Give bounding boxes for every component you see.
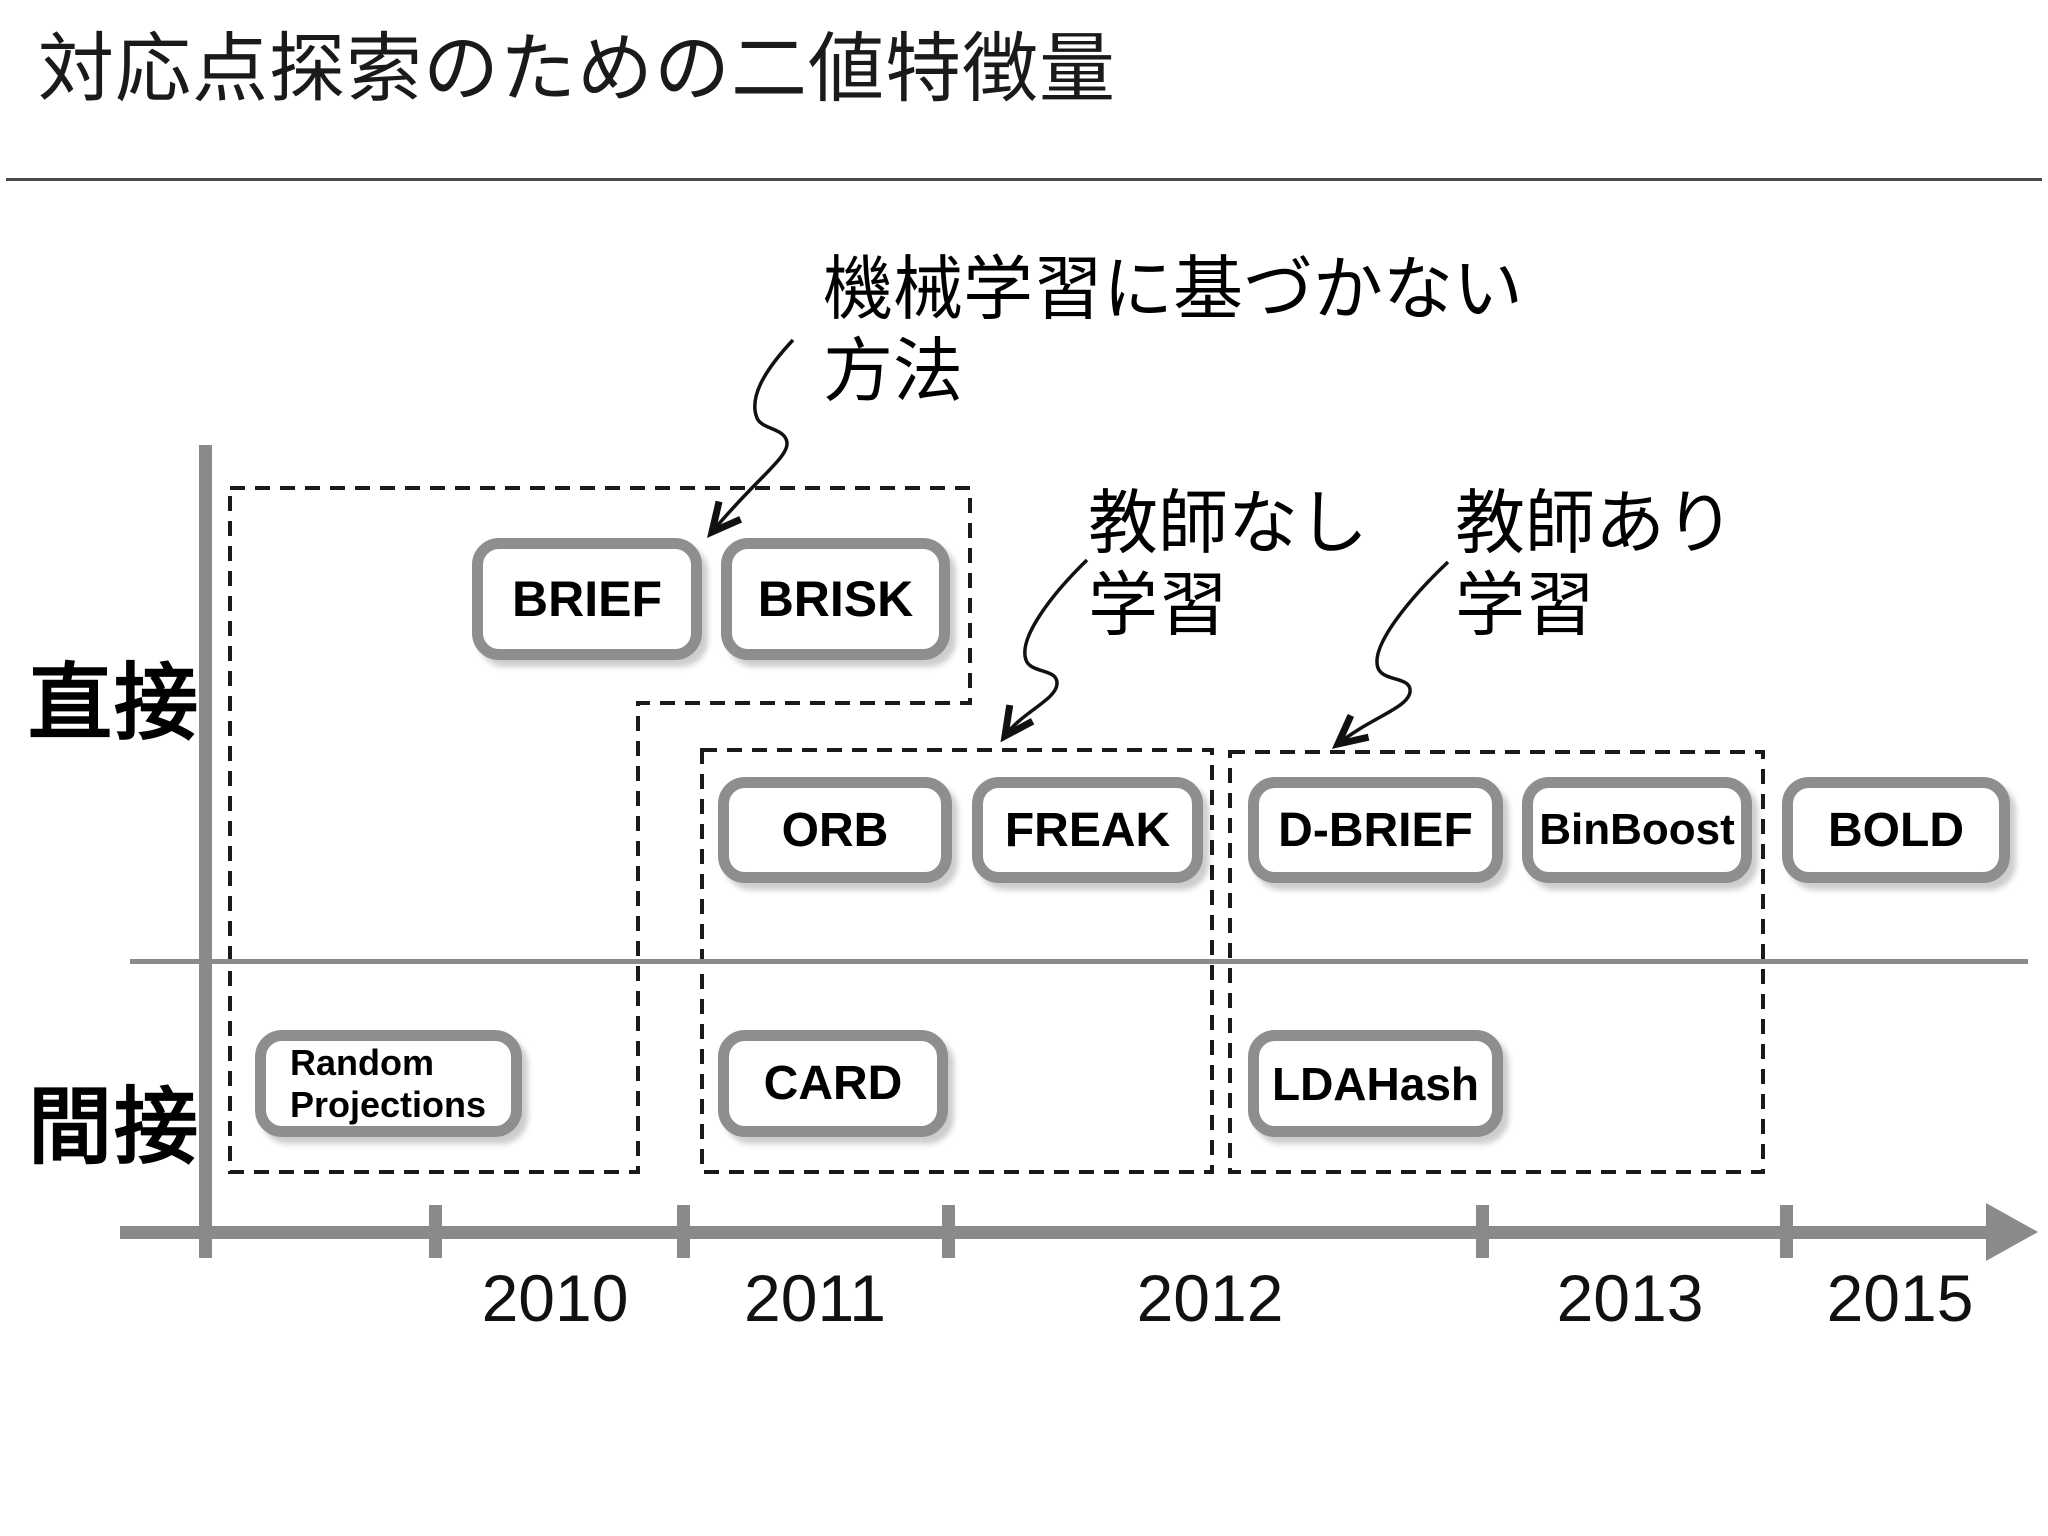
method-label: LDAHash <box>1271 1057 1480 1110</box>
year-label-2010: 2010 <box>481 1261 629 1335</box>
squiggle-arrow-supervised <box>1331 560 1450 749</box>
annotation-supervised-line2: 学習 <box>1455 566 1595 644</box>
page-title: 対応点探索のための二値特徴量 <box>38 27 1116 112</box>
method-label: BinBoost <box>1539 805 1735 854</box>
x-axis-tick <box>942 1205 955 1258</box>
method-label: BRISK <box>757 571 914 627</box>
annotation-supervised-line1: 教師あり <box>1455 484 1735 562</box>
method-node-bold: BOLD <box>1782 777 2010 883</box>
method-label: D-BRIEF <box>1278 803 1473 857</box>
annotation-unsupervised-line2: 学習 <box>1088 566 1228 644</box>
x-axis-tick <box>1780 1205 1793 1258</box>
title-divider <box>6 178 2042 181</box>
method-label: FREAK <box>1004 803 1171 857</box>
row-label-indirect: 間接 <box>28 1080 201 1174</box>
method-node-ldahash: LDAHash <box>1248 1030 1503 1137</box>
squiggle-arrow-non-ml <box>707 338 795 539</box>
squiggle-arrow-unsupervised <box>1000 558 1089 743</box>
annotation-supervised: 教師あり 学習 <box>1455 482 1735 646</box>
year-label-2012: 2012 <box>1136 1261 1284 1335</box>
method-label: ORB <box>781 803 889 857</box>
x-axis-tick <box>1476 1205 1489 1258</box>
method-label: BRIEF <box>512 571 662 627</box>
y-axis-line <box>199 445 212 1258</box>
method-label-line2: Projections <box>290 1083 487 1125</box>
annotation-non-ml-line2: 方法 <box>823 332 963 410</box>
method-node-card: CARD <box>718 1030 948 1137</box>
method-label: CARD <box>763 1057 903 1110</box>
annotation-non-ml-line1: 機械学習に基づかない <box>823 250 1523 328</box>
x-axis-arrowhead-icon <box>1986 1203 2038 1261</box>
method-node-brief: BRIEF <box>472 538 702 660</box>
x-axis-line <box>120 1226 1998 1239</box>
year-label-2013: 2013 <box>1556 1261 1704 1335</box>
method-node-brisk: BRISK <box>721 538 950 660</box>
annotation-unsupervised: 教師なし 学習 <box>1088 482 1368 646</box>
x-axis-tick <box>677 1205 690 1258</box>
method-node-binboost: BinBoost <box>1522 777 1752 883</box>
method-node-random-projections: Random Projections <box>255 1030 522 1137</box>
year-label-2015: 2015 <box>1826 1261 1974 1335</box>
method-label-line1: Random <box>290 1042 434 1084</box>
group-outline-non-ml <box>228 486 972 1174</box>
annotation-unsupervised-line1: 教師なし <box>1088 484 1368 562</box>
year-label-2011: 2011 <box>744 1261 886 1335</box>
method-node-d-brief: D-BRIEF <box>1248 777 1503 883</box>
method-label: BOLD <box>1828 803 1964 857</box>
row-label-direct: 直接 <box>28 656 201 750</box>
method-node-orb: ORB <box>718 777 952 883</box>
x-axis-tick <box>429 1205 442 1258</box>
row-divider-line <box>130 959 2028 964</box>
method-node-freak: FREAK <box>972 777 1203 883</box>
annotation-non-ml: 機械学習に基づかない 方法 <box>823 248 1523 412</box>
